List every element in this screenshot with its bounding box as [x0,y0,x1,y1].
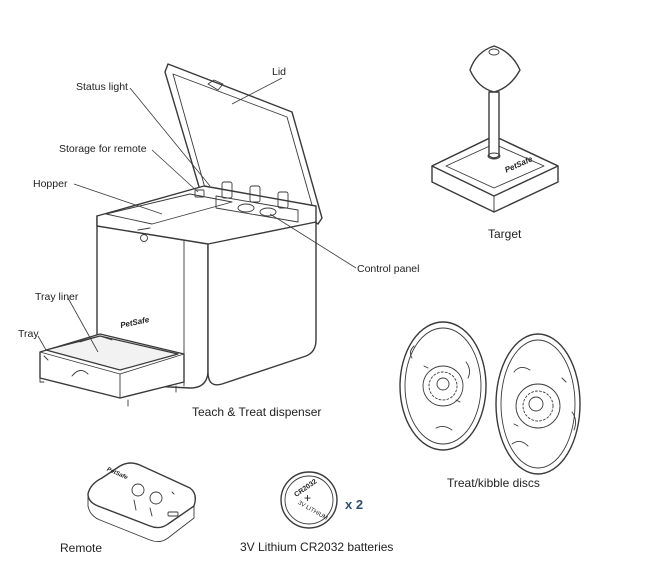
target-illustration [431,45,559,213]
battery-plus-sign: + [304,491,312,505]
battery-coin [280,471,338,529]
label-tray-liner: Tray liner [35,291,79,303]
hopper-opening [105,193,233,225]
caption-discs: Treat/kibble discs [447,476,540,490]
remote-button-2 [149,491,163,505]
label-hopper: Hopper [33,178,68,190]
tray-liner [45,335,179,371]
caption-dispenser: Teach & Treat dispenser [192,405,322,419]
dispenser-top [96,185,317,245]
target-stem [488,91,500,159]
label-control-panel: Control panel [357,263,420,275]
leader-lines [37,77,357,353]
target-knob [469,45,521,93]
remote-button-1 [131,483,145,497]
caption-batteries: 3V Lithium CR2032 batteries [240,540,394,554]
caption-remote: Remote [60,541,103,555]
dispenser-illustration [39,63,323,407]
caption-target: Target [488,227,522,241]
battery-illustration [280,471,338,529]
label-status-light: Status light [76,81,128,93]
treat-discs-illustration [399,321,581,475]
disc-left [399,321,487,451]
battery-quantity: x 2 [345,497,364,512]
label-lid: Lid [272,66,287,78]
label-tray: Tray [18,328,39,340]
disc-right [495,333,581,475]
label-storage-for-remote: Storage for remote [59,143,147,155]
control-panel [215,195,299,223]
remote-illustration [87,462,197,543]
